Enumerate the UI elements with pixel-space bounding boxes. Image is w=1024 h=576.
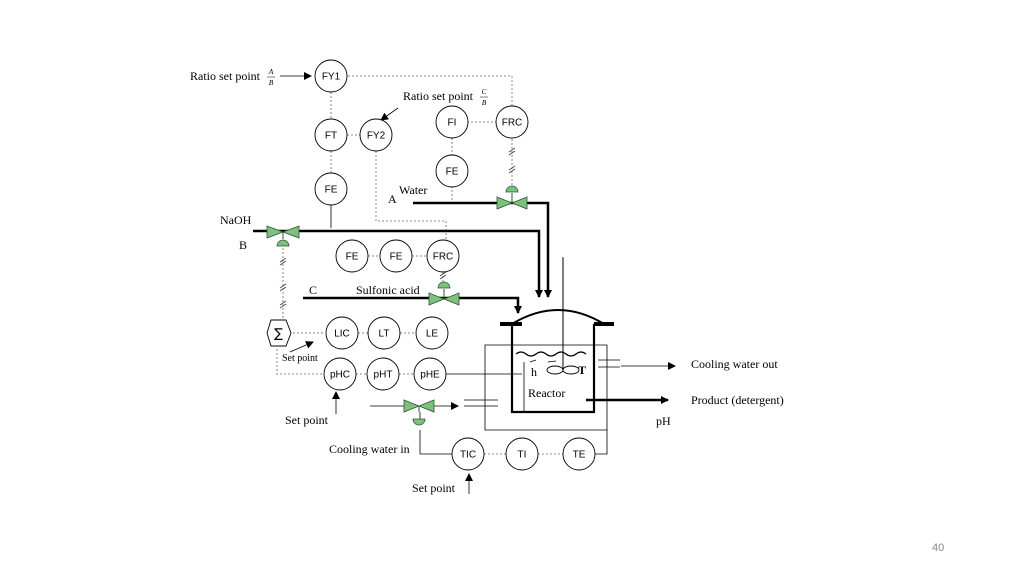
inst-fe-water-label: FE [446, 167, 459, 178]
temperature-t-label: T [578, 363, 586, 377]
arrows [280, 72, 676, 494]
inst-fe-c1: FE [335, 239, 369, 273]
stream-a-label: A [388, 192, 397, 206]
inst-fe-naoh-label: FE [325, 185, 338, 196]
pipes [253, 201, 669, 404]
ratio-cb-denominator: B [482, 98, 487, 107]
inst-frc-c-label: FRC [433, 252, 454, 263]
inst-fe-c1-label: FE [346, 252, 359, 263]
inst-fy1: FY1 [314, 59, 348, 93]
inst-tic-label: TIC [460, 450, 476, 461]
inst-fy2-label: FY2 [367, 131, 386, 142]
inst-fi: FI [435, 105, 469, 139]
inst-frc-water-label: FRC [502, 118, 523, 129]
ratio-set-point-cb-label: Ratio set point [403, 89, 474, 103]
ratio-cb-numerator: C [481, 87, 487, 96]
cooling-water-in-label: Cooling water in [329, 442, 410, 456]
reactor-vessel [500, 258, 614, 414]
inst-pht: pHT [366, 357, 400, 391]
ph-set-point-label: Set point [285, 413, 329, 427]
inst-fe-c2: FE [379, 239, 413, 273]
inst-fe-naoh: FE [314, 172, 348, 206]
inst-frc-c: FRC [426, 239, 460, 273]
control-valve-water[interactable] [496, 185, 528, 210]
reactor-label: Reactor [528, 386, 565, 400]
inst-fy2: FY2 [359, 118, 393, 152]
summer-block: ∑ [266, 319, 292, 347]
level-set-point-label: Set point [282, 353, 318, 364]
inst-ft-label: FT [325, 131, 337, 142]
stream-b-label: B [239, 238, 247, 252]
inst-phe-label: pHE [420, 370, 440, 381]
stream-c-label: C [309, 283, 317, 297]
inst-phe: pHE [413, 357, 447, 391]
inst-le: LE [415, 316, 449, 350]
inst-fy1-label: FY1 [322, 72, 341, 83]
inst-tic: TIC [451, 437, 485, 471]
inst-lt: LT [367, 316, 401, 350]
inst-le-label: LE [426, 329, 439, 340]
control-valve-naoh[interactable] [266, 225, 300, 247]
inst-ti: TI [505, 437, 539, 471]
inst-lt-label: LT [379, 329, 390, 340]
inst-te: TE [562, 437, 596, 471]
inst-ft: FT [314, 118, 348, 152]
temperature-set-point-label: Set point [412, 481, 456, 495]
cooling-water-out-label: Cooling water out [691, 357, 778, 371]
sulfonic-acid-label: Sulfonic acid [356, 283, 420, 297]
summer-symbol: ∑ [274, 327, 283, 342]
ratio-ab-numerator: A [268, 67, 274, 76]
inst-pht-label: pHT [374, 370, 393, 381]
inst-ti-label: TI [518, 450, 527, 461]
inst-lic: LIC [325, 316, 359, 350]
control-valve-sulfonic[interactable] [428, 281, 460, 306]
ph-label: pH [656, 414, 671, 428]
level-h-label: h [531, 365, 537, 379]
naoh-label: NaOH [220, 213, 252, 227]
inst-fe-water: FE [435, 154, 469, 188]
page-number: 40 [932, 542, 944, 554]
inst-fi-label: FI [448, 118, 457, 129]
inst-te-label: TE [573, 450, 586, 461]
inst-phc: pHC [323, 357, 357, 391]
product-label: Product (detergent) [691, 393, 784, 407]
thin-lines [330, 205, 620, 455]
inst-frc-water: FRC [495, 105, 529, 139]
ratio-set-point-ab-label: Ratio set point [190, 69, 261, 83]
inst-phc-label: pHC [330, 370, 350, 381]
ratio-ab-denominator: B [269, 78, 274, 87]
signal-hash-marks [279, 147, 516, 309]
inst-lic-label: LIC [334, 329, 350, 340]
inst-fe-c2-label: FE [390, 252, 403, 263]
water-label: Water [399, 183, 427, 197]
control-valve-cooling[interactable] [403, 399, 435, 426]
